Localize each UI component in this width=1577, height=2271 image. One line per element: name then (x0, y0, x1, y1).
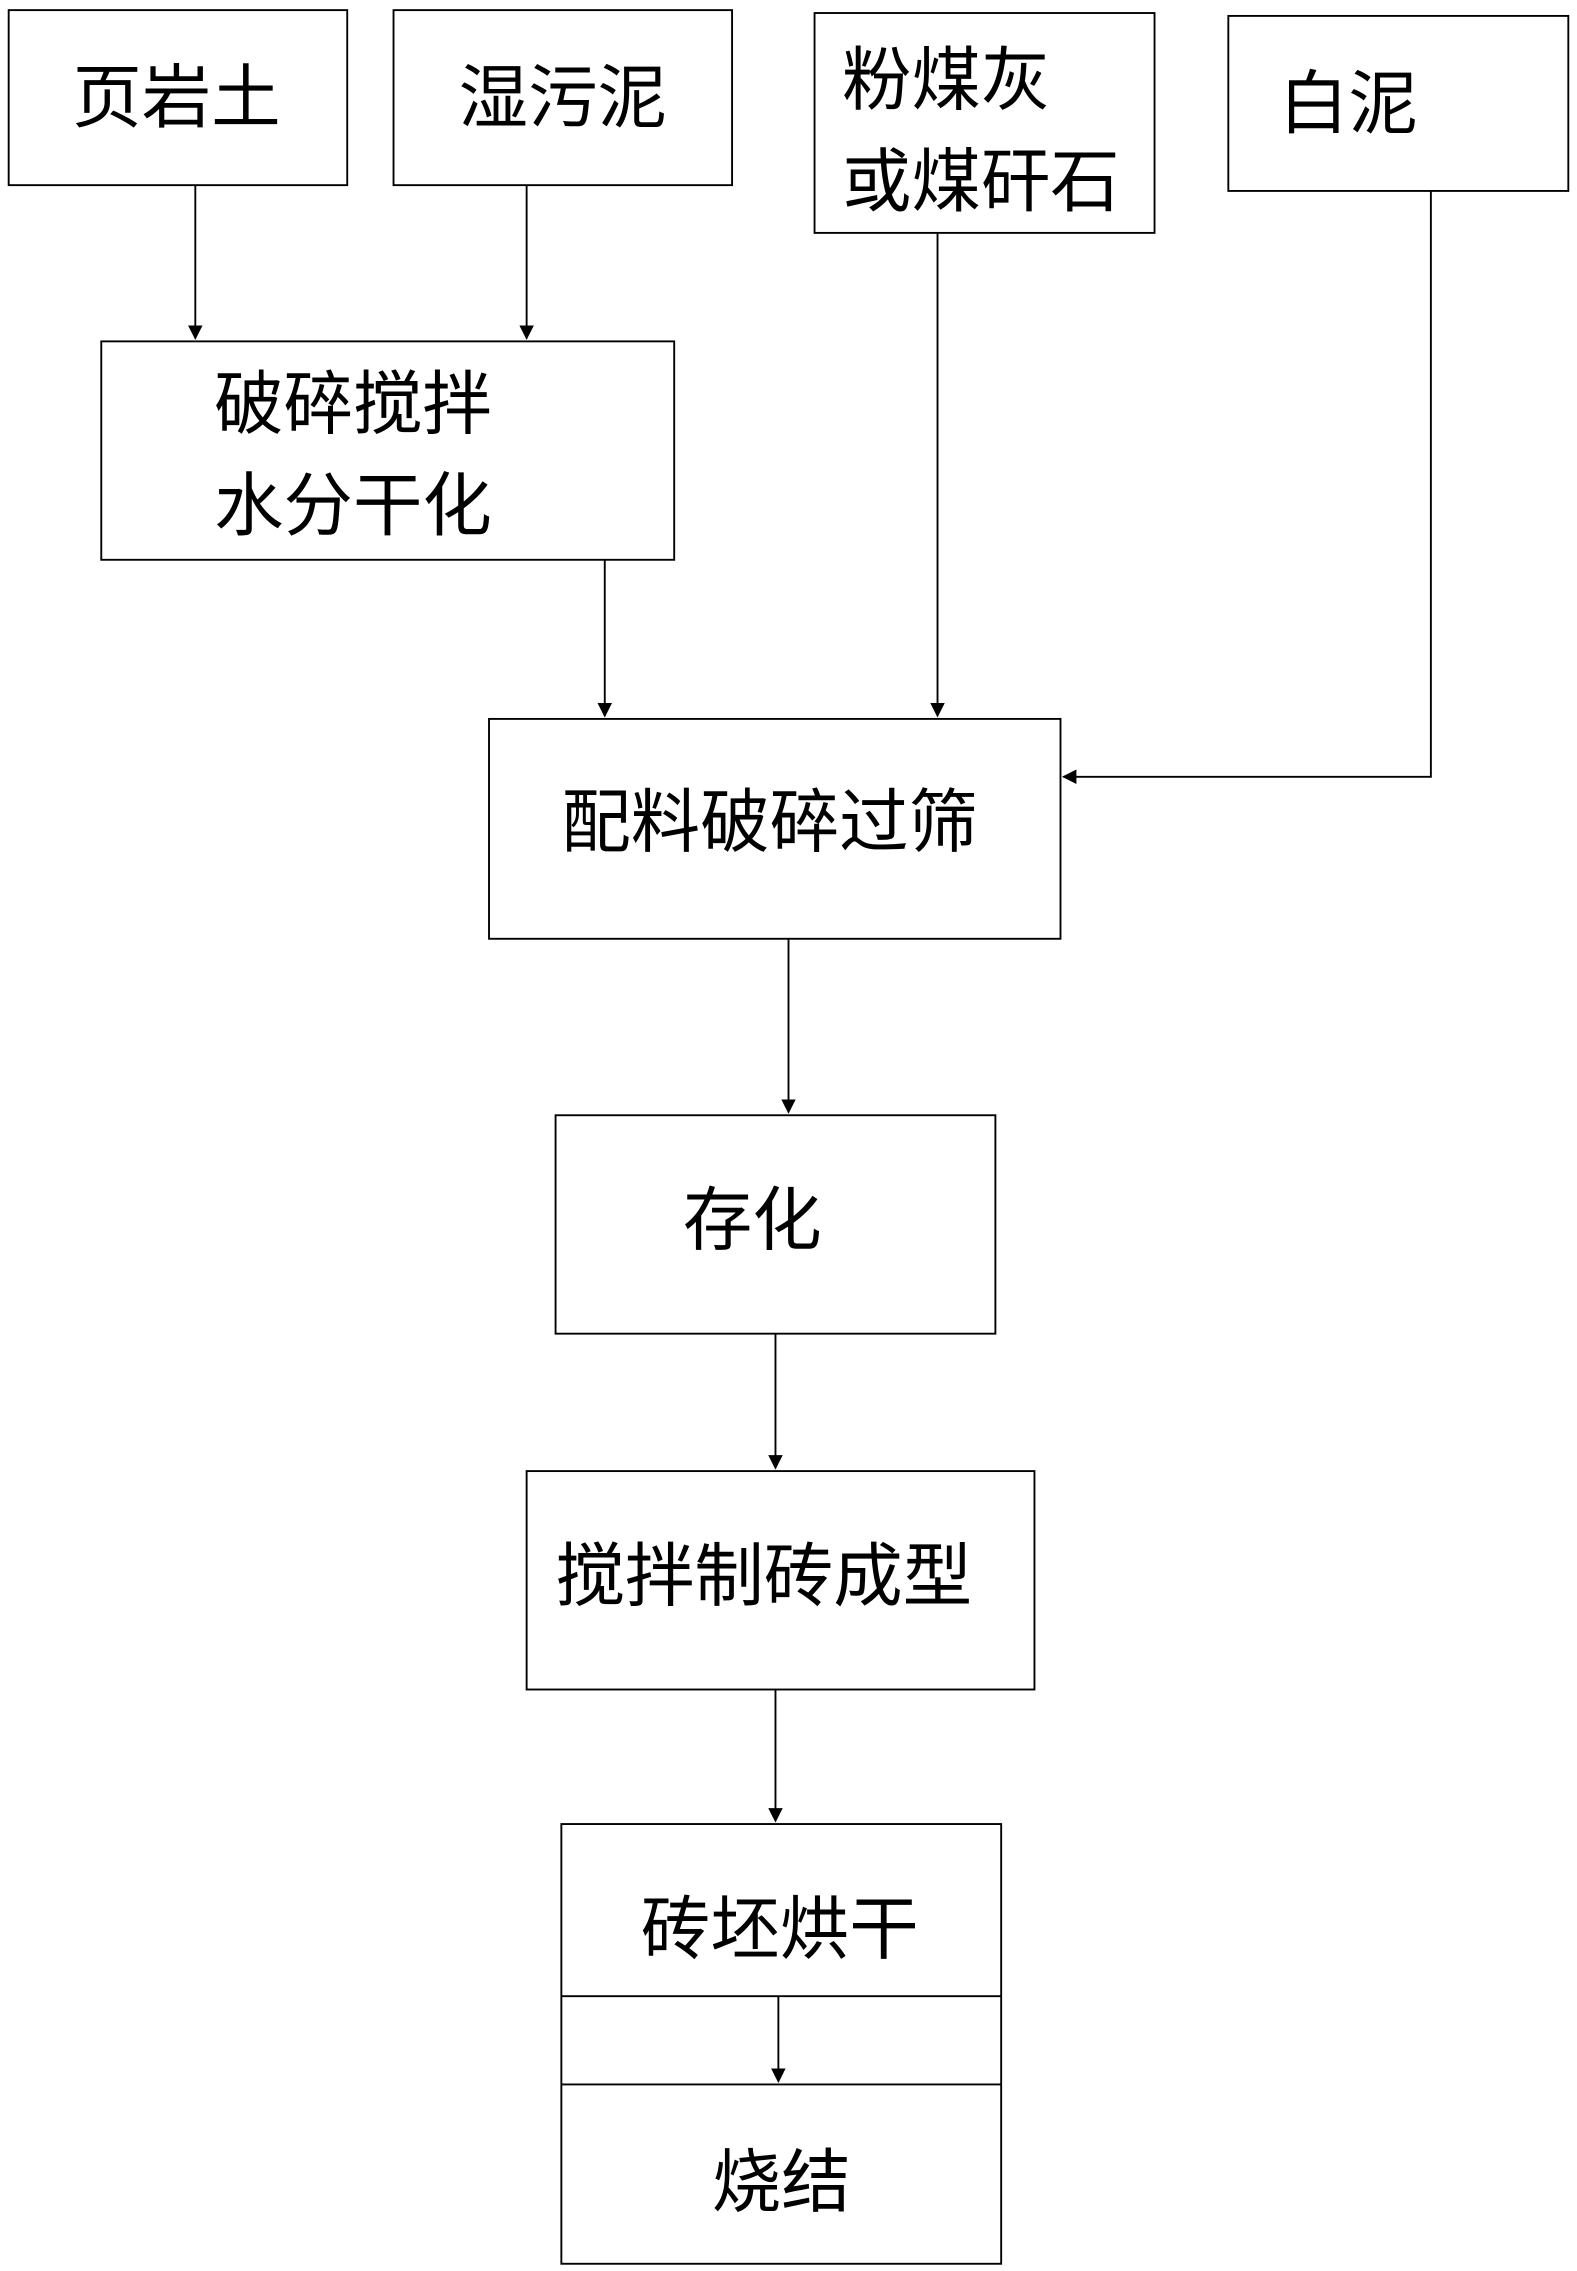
node-wet-sludge-label: 湿污泥 (459, 59, 667, 139)
node-drying-sintering-block: 砖坯烘干 烧结 (560, 1823, 1003, 2265)
edge-white-mud-to-batch (1061, 190, 1432, 785)
node-crush-mix-dry-label-line1: 破碎搅拌 (214, 365, 492, 445)
node-white-mud-label: 白泥 (1279, 64, 1418, 144)
node-mix-brick-forming-label: 搅拌制砖成型 (556, 1537, 973, 1617)
node-aging: 存化 (554, 1114, 997, 1335)
node-aging-label: 存化 (683, 1181, 822, 1261)
node-sintering-label: 烧结 (712, 2143, 851, 2223)
node-green-brick-drying-label: 砖坯烘干 (641, 1890, 919, 1970)
node-batch-crush-sieve-label: 配料破碎过筛 (561, 783, 978, 863)
node-white-mud: 白泥 (1227, 14, 1570, 192)
node-fly-ash-label-line2: 或煤矸石 (842, 142, 1120, 222)
node-shale: 页岩土 (7, 9, 349, 187)
node-batch-crush-sieve: 配料破碎过筛 (488, 717, 1062, 940)
node-fly-ash: 粉煤灰 或煤矸石 (813, 12, 1156, 234)
node-shale-label: 页岩土 (72, 59, 280, 139)
node-crush-mix-dry-label-line2: 水分干化 (214, 466, 492, 546)
node-wet-sludge: 湿污泥 (392, 9, 734, 187)
node-mix-brick-forming: 搅拌制砖成型 (525, 1470, 1036, 1691)
node-fly-ash-label-line1: 粉煤灰 (842, 41, 1050, 121)
node-crush-mix-dry: 破碎搅拌 水分干化 (100, 340, 676, 561)
